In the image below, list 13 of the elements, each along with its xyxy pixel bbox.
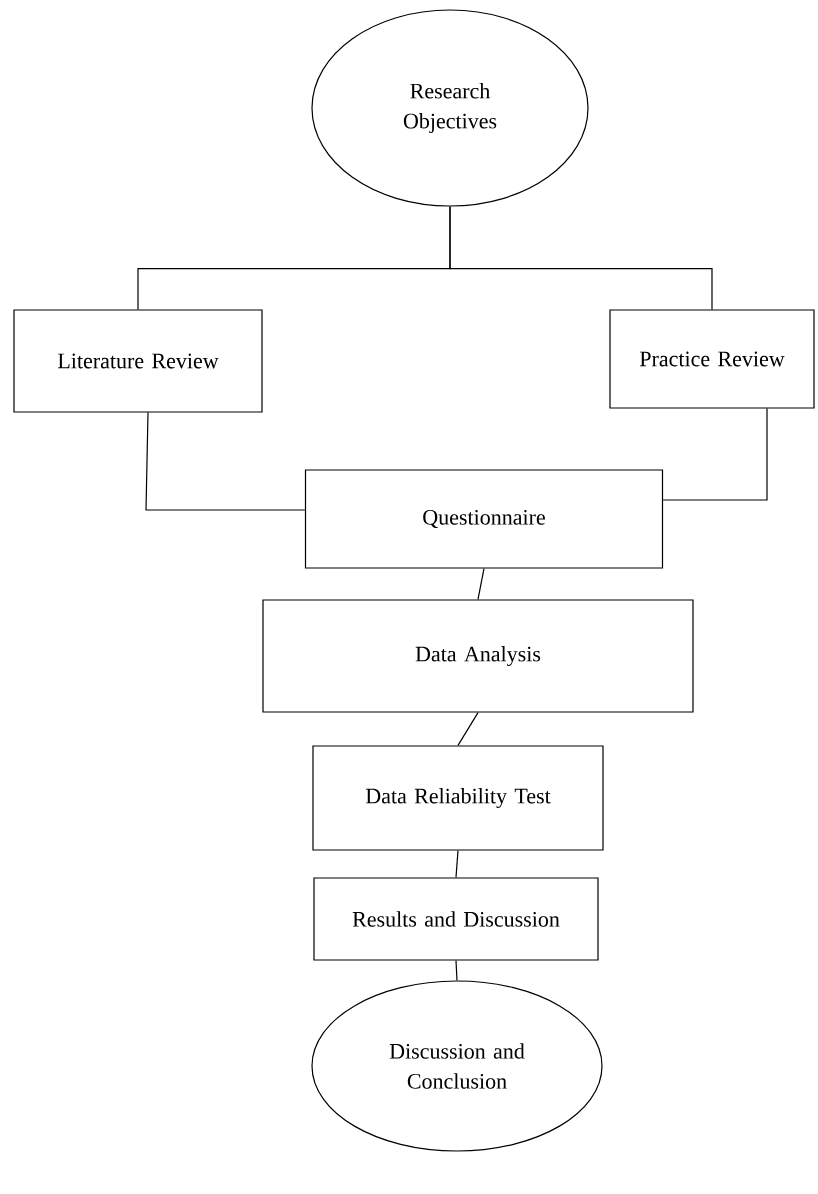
connector-line (455, 850, 459, 878)
process-box: Data Reliability Test (312, 745, 604, 851)
process-box: Data Analysis (262, 599, 694, 713)
connector-line (145, 412, 306, 511)
connector-line (662, 408, 768, 501)
connector-line (477, 568, 485, 600)
process-box: Literature Review (13, 309, 263, 413)
process-box: Practice Review (609, 309, 815, 409)
process-box: Results and Discussion (313, 877, 599, 961)
connector-line (457, 712, 479, 746)
connector-line (455, 960, 458, 981)
connector-line (449, 206, 713, 310)
process-box: Questionnaire (304, 469, 664, 569)
